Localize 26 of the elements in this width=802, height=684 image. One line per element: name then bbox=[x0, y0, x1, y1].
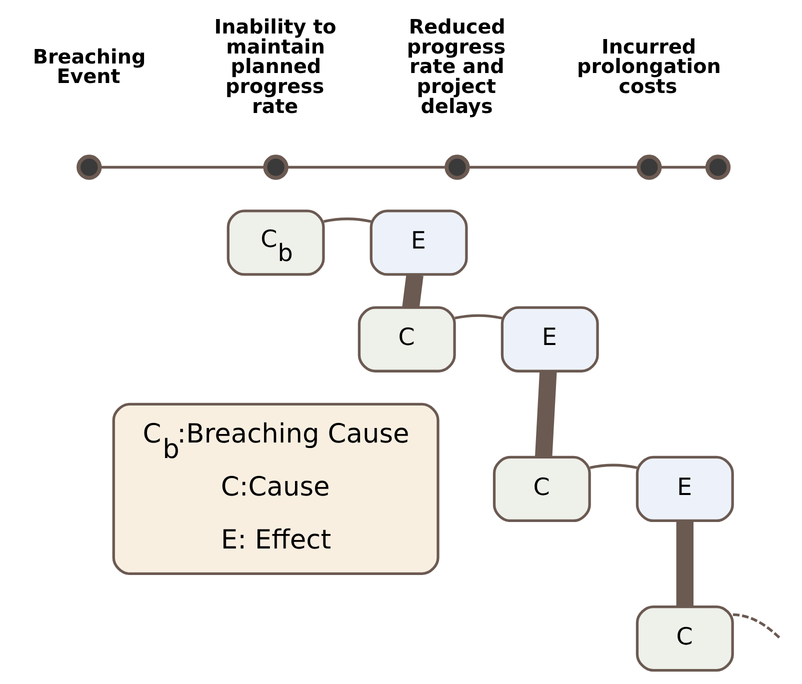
connector bbox=[402, 274, 423, 309]
connector bbox=[732, 613, 780, 640]
node-box: E bbox=[635, 456, 734, 522]
label: Inability to maintain planned progress rate bbox=[214, 16, 336, 118]
node-box: C bbox=[635, 605, 734, 672]
connector bbox=[676, 521, 694, 606]
node-box: C bbox=[357, 306, 456, 372]
node-circle bbox=[76, 154, 102, 180]
node-box: C bbox=[492, 456, 590, 522]
connector bbox=[534, 371, 556, 458]
connector bbox=[454, 314, 502, 320]
connector bbox=[468, 166, 638, 169]
label: Reduced progress rate and project delays bbox=[406, 16, 506, 118]
node-circle bbox=[262, 154, 288, 180]
node-box: E bbox=[369, 210, 468, 276]
connector bbox=[659, 166, 707, 169]
node-box: E bbox=[500, 306, 598, 372]
node-circle bbox=[704, 154, 730, 180]
label: Incurred prolongation costs bbox=[576, 35, 720, 98]
connector bbox=[286, 166, 446, 169]
connector bbox=[589, 464, 637, 470]
connector bbox=[100, 166, 265, 169]
label: Breaching Event bbox=[32, 45, 146, 88]
node-circle bbox=[444, 154, 470, 180]
connector bbox=[323, 218, 371, 223]
node-circle bbox=[636, 154, 662, 180]
